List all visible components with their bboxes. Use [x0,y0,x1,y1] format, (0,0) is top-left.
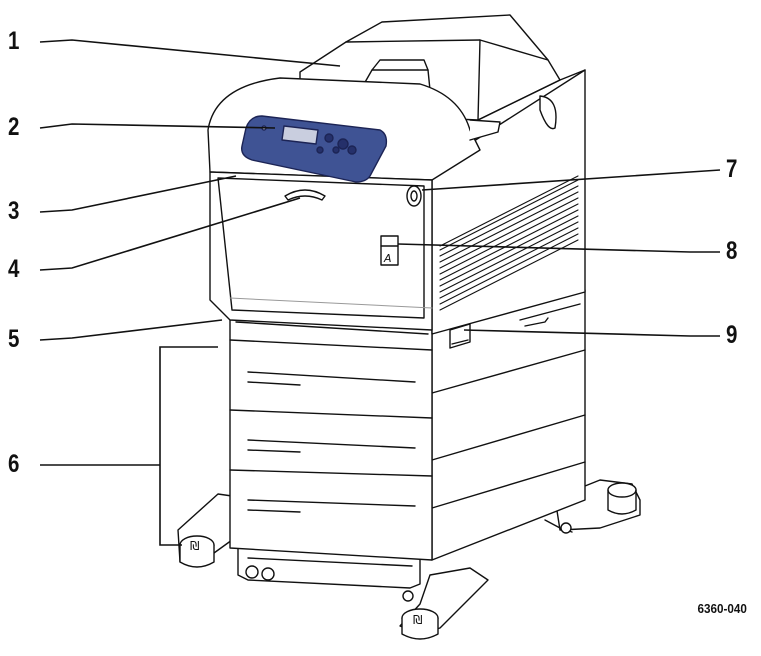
svg-text:₪: ₪ [190,539,199,553]
callout-3: 3 [8,199,19,224]
printer-body: A [208,15,585,348]
svg-text:₪: ₪ [413,613,422,627]
callout-5: 5 [8,327,19,352]
svg-text:A: A [383,252,392,265]
callout-9: 9 [726,323,737,348]
callout-7: 7 [726,157,737,182]
callout-6: 6 [8,452,19,477]
callout-1: 1 [8,29,19,54]
callout-8: 8 [726,239,737,264]
callout-4: 4 [8,257,19,282]
callout-2: 2 [8,115,19,140]
figure-id: 6360-040 [698,601,747,616]
